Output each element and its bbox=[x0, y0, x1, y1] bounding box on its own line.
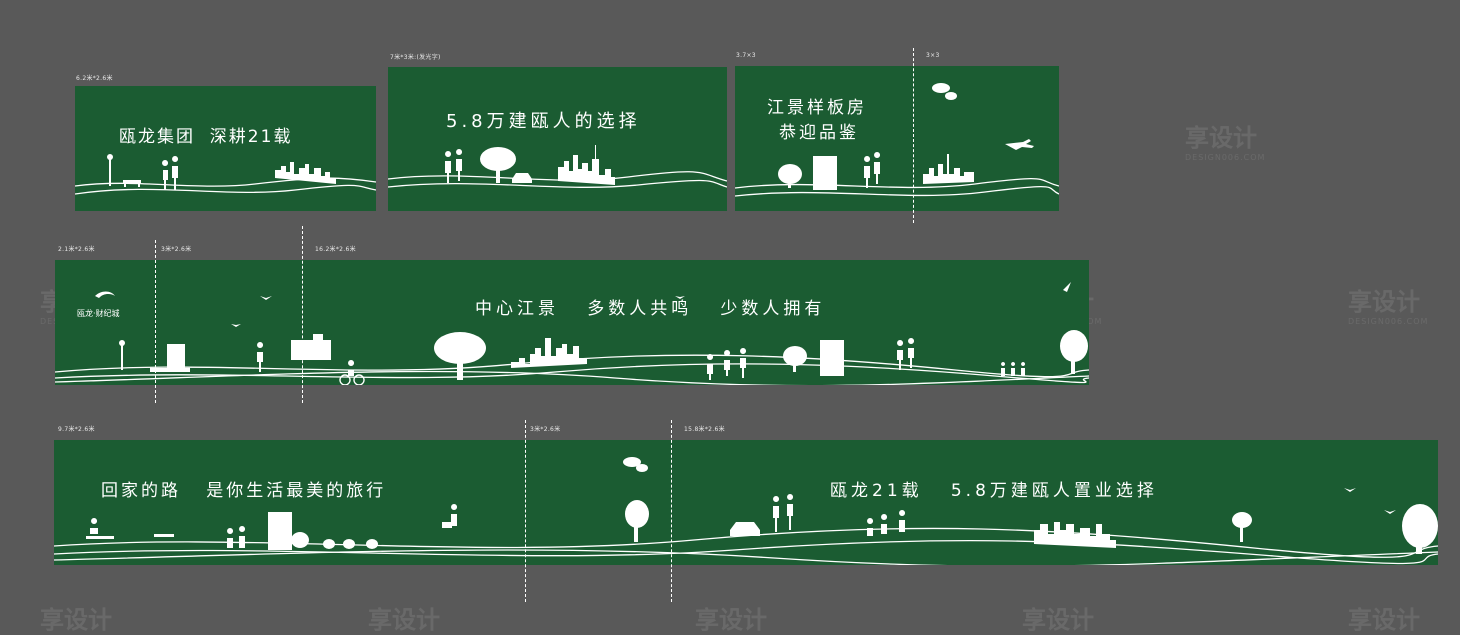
panel5-divider-a bbox=[525, 420, 526, 602]
panel1-hoarding: 瓯龙集团 深耕21载 bbox=[75, 86, 376, 211]
panel3-silhouette bbox=[735, 83, 1059, 197]
panel4-divider-a bbox=[155, 240, 156, 403]
panel3-headline-line1: 江景样板房 bbox=[767, 98, 867, 118]
panel4-headline: 中心江景 多数人共鸣 少数人拥有 bbox=[475, 299, 826, 319]
panel4-hoarding: 瓯龙·财纪城 中心江景 多数人共鸣 少数人拥有 bbox=[55, 260, 1089, 385]
watermark: 享设计 bbox=[1022, 606, 1094, 634]
panel2-silhouette bbox=[388, 145, 727, 188]
panel2-size-label: 7米*3米:(发光字) bbox=[390, 54, 441, 61]
panel3-size-label-a: 3.7×3 bbox=[736, 52, 756, 59]
watermark: 享设计 bbox=[695, 606, 767, 634]
panel2-headline: 5.8万建瓯人的选择 bbox=[446, 111, 641, 132]
panel5-divider-b bbox=[671, 420, 672, 602]
panel4-size-label-c: 16.2米*2.6米 bbox=[315, 246, 356, 253]
panel5-silhouette bbox=[54, 457, 1438, 565]
panel5-headline-left: 回家的路 是你生活最美的旅行 bbox=[101, 481, 387, 501]
panel1-silhouette bbox=[75, 154, 376, 195]
panel1-size-label: 6.2米*2.6米 bbox=[76, 75, 113, 82]
panel4-size-label-b: 3米*2.6米 bbox=[161, 246, 192, 253]
panel4-logo-text: 瓯龙·财纪城 bbox=[77, 309, 120, 318]
panel5-size-label-a: 9.7米*2.6米 bbox=[58, 426, 95, 433]
panel4-divider-b bbox=[302, 226, 303, 403]
panel4-size-label-a: 2.1米*2.6米 bbox=[58, 246, 95, 253]
panel5-headline-right: 瓯龙21载 5.8万建瓯人置业选择 bbox=[830, 481, 1158, 501]
panel3-size-label-b: 3×3 bbox=[926, 52, 940, 59]
panel3-hoarding: 江景样板房 恭迎品鉴 bbox=[735, 66, 1059, 211]
watermark: 享设计 bbox=[1348, 606, 1420, 634]
panel3-divider bbox=[913, 48, 914, 223]
panel5-size-label-c: 15.8米*2.6米 bbox=[684, 426, 725, 433]
panel3-headline-line2: 恭迎品鉴 bbox=[779, 123, 859, 143]
panel5-hoarding: 回家的路 是你生活最美的旅行 瓯龙21载 5.8万建瓯人置业选择 bbox=[54, 440, 1438, 565]
watermark: 享设计 bbox=[368, 606, 440, 634]
watermark: 享设计 bbox=[40, 606, 112, 634]
panel2-hoarding: 5.8万建瓯人的选择 bbox=[388, 67, 727, 211]
panel5-size-label-b: 3米*2.6米 bbox=[530, 426, 561, 433]
panel1-headline: 瓯龙集团 深耕21载 bbox=[119, 127, 293, 147]
panel4-silhouette bbox=[55, 282, 1089, 385]
